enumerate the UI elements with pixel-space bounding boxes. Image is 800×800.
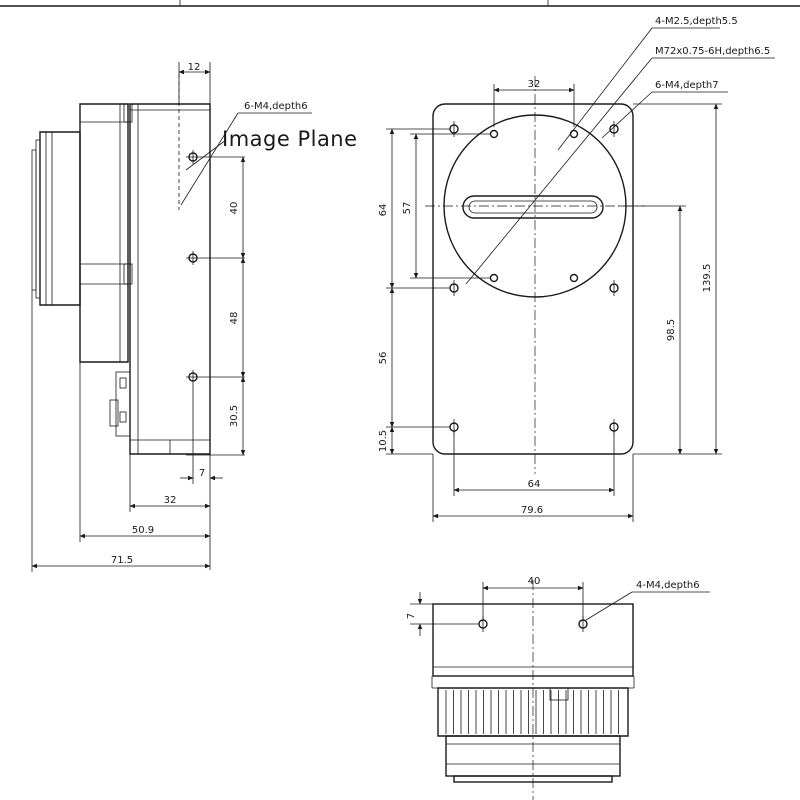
dim-side-32: 32 [164,495,177,506]
dim-front-139-5: 139.5 [702,264,713,293]
label-image-plane: Image Plane [222,127,358,151]
label-front-m4: 6-M4,depth7 [655,80,719,91]
dim-bottom-40: 40 [528,576,541,587]
label-side-holes: 6-M4,depth6 [244,101,308,112]
side-holes [186,150,245,456]
dim-side-30-5: 30.5 [229,405,240,427]
front-dimensions [386,84,722,522]
dim-bottom-7: 7 [406,613,417,619]
dim-front-98-5: 98.5 [666,319,677,341]
dim-side-12: 12 [188,62,201,73]
dim-front-32: 32 [528,79,541,90]
dim-front-10-5: 10.5 [378,430,389,452]
label-front-m25: 4-M2.5,depth5.5 [655,16,738,27]
label-front-thread: M72x0.75-6H,depth6.5 [655,46,770,57]
dim-front-57: 57 [402,202,413,215]
title-frame [0,0,800,7]
side-dimensions [31,62,246,572]
front-view [425,27,775,474]
dim-front-64-left: 64 [378,204,389,217]
dim-front-64-bottom: 64 [528,479,541,490]
dim-side-7: 7 [199,468,205,479]
dim-side-48: 48 [229,312,240,325]
dim-side-71-5: 71.5 [111,555,133,566]
dim-side-40: 40 [229,202,240,215]
dim-front-56: 56 [378,352,389,365]
bottom-view [431,580,710,800]
dim-side-50-9: 50.9 [132,525,154,536]
dim-front-79-6: 79.6 [521,505,543,516]
label-bottom-holes: 4-M4,depth6 [636,580,700,591]
bottom-dimensions [410,582,584,636]
heat-fins [445,690,619,734]
